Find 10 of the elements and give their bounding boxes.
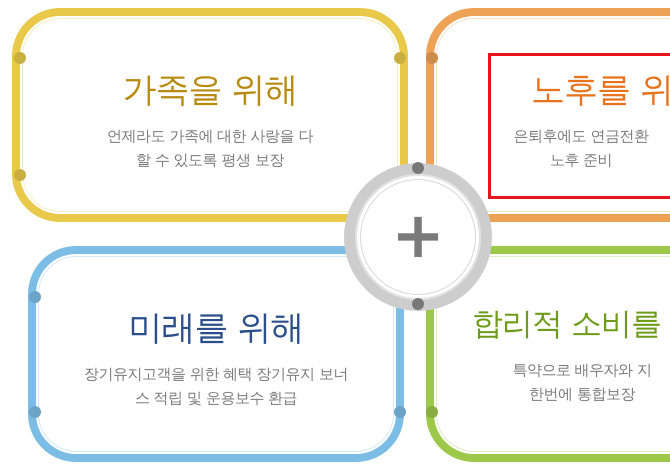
heading: 미래를 위해 xyxy=(128,307,304,350)
heading: 노후를 위 xyxy=(531,69,670,112)
description: 은퇴후에도 연금전환 노후 준비 xyxy=(512,126,650,171)
heading: 가족을 위해 xyxy=(122,69,298,112)
heading: 합리적 소비를 xyxy=(472,305,662,344)
plus-sign: + xyxy=(390,198,446,275)
highlight-frame xyxy=(488,53,670,199)
description: 언제라도 가족에 대한 사랑을 다할 수 있도록 평생 보장 xyxy=(106,126,314,171)
description: 장기유지고객을 위한 혜택 장기유지 보너스 적립 및 운용보수 환급 xyxy=(83,364,349,409)
description: 특약으로 배우자와 지 한번에 통합보장 xyxy=(511,360,653,405)
